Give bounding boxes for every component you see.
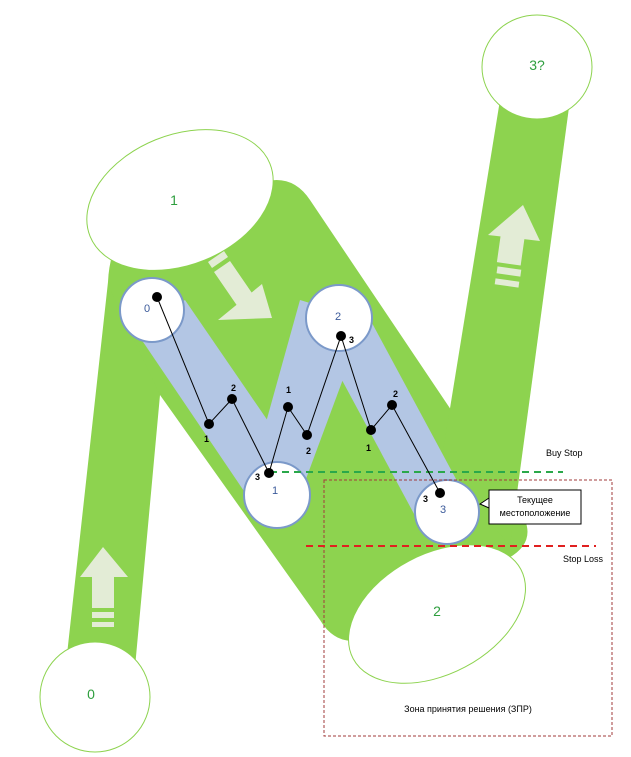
big-wave-2-label: 2 bbox=[433, 603, 441, 619]
big-wave-1-label: 1 bbox=[170, 192, 178, 208]
pivot-label-c3: 3 bbox=[423, 494, 428, 504]
pivot-label-b3: 3 bbox=[349, 335, 354, 345]
pivot-point-c3 bbox=[435, 488, 445, 498]
pivot-label-b2: 2 bbox=[306, 446, 311, 456]
pivot-point-a2 bbox=[227, 394, 237, 404]
big-wave-0-ellipse bbox=[39, 641, 151, 753]
big-wave-1-ellipse bbox=[86, 129, 274, 271]
pivot-label-c1: 1 bbox=[366, 443, 371, 453]
callout-line-2: местоположение bbox=[500, 508, 571, 518]
green-band-wave-2-3 bbox=[440, 100, 570, 545]
pivot-label-c2: 2 bbox=[393, 389, 398, 399]
pivot-point-b3 bbox=[336, 331, 346, 341]
small-wave-3-label: 3 bbox=[440, 504, 446, 516]
arrow-up-right-icon bbox=[488, 205, 540, 288]
small-wave-2-label: 2 bbox=[335, 311, 341, 323]
pivot-point-c2 bbox=[387, 400, 397, 410]
price-zigzag-path bbox=[156, 296, 441, 494]
big-wave-0-label: 0 bbox=[87, 686, 95, 702]
small-wave-2-circle bbox=[305, 284, 373, 352]
big-wave-3-ellipse bbox=[481, 14, 593, 120]
decision-zone-box bbox=[323, 479, 613, 737]
small-wave-1-circle bbox=[243, 461, 311, 529]
pivot-point-b1 bbox=[283, 402, 293, 412]
small-wave-1-label: 1 bbox=[272, 485, 278, 497]
arrow-up-left-icon bbox=[80, 547, 128, 627]
stop-loss-label: Stop Loss bbox=[563, 554, 604, 564]
decision-zone-label: Зона принятия решения (ЗПР) bbox=[404, 704, 532, 714]
pivot-point-b2 bbox=[302, 430, 312, 440]
pivot-label-a3: 3 bbox=[255, 472, 260, 482]
pivot-point-start bbox=[152, 292, 162, 302]
big-wave-3-label: 3? bbox=[529, 57, 545, 73]
pivot-label-a2: 2 bbox=[231, 383, 236, 393]
buy-stop-label: Buy Stop bbox=[546, 448, 583, 458]
pivot-point-c1 bbox=[366, 425, 376, 435]
pivot-label-a1: 1 bbox=[204, 434, 209, 444]
pivot-point-a1 bbox=[204, 419, 214, 429]
pivot-point-a3 bbox=[264, 468, 274, 478]
small-wave-3-circle bbox=[414, 479, 480, 545]
big-wave-2-ellipse bbox=[348, 544, 526, 684]
callout-line-1: Текущее bbox=[517, 495, 553, 505]
current-position-callout bbox=[488, 489, 582, 525]
small-wave-0-circle bbox=[119, 277, 185, 343]
pivot-label-b1: 1 bbox=[286, 385, 291, 395]
small-wave-0-label: 0 bbox=[144, 303, 150, 315]
